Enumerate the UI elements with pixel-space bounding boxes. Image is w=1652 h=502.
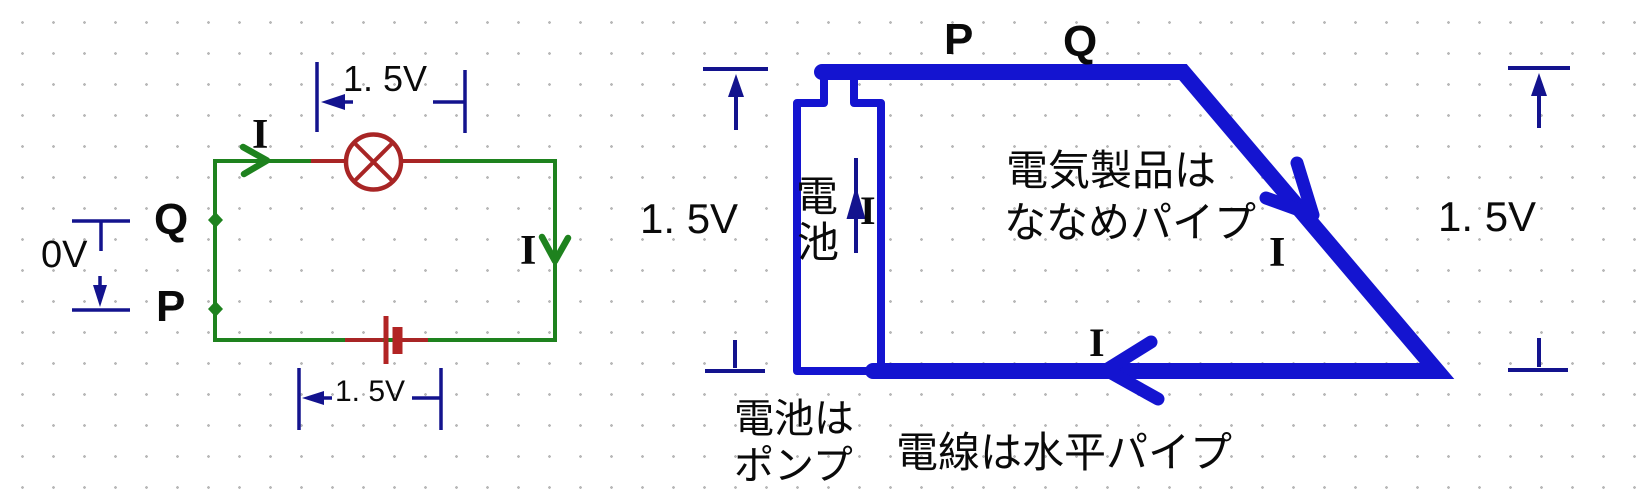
electric-circuit: I I Q P 0V 1. 5V 1. 5V [41, 58, 572, 430]
node-label-q: Q [154, 195, 188, 244]
voltage-label-left: 1. 5V [640, 195, 738, 242]
dimension-zero-volt [72, 219, 130, 312]
current-label-diagonal: I [1269, 230, 1285, 276]
flow-arrow-bottom [1099, 335, 1165, 406]
flow-arrow-diagonal [1259, 156, 1320, 222]
lamp-symbol [343, 132, 404, 192]
dimension-battery-voltage [297, 368, 443, 430]
water-pipe-analogy: P Q 1. 5V 1. 5V 電 池 I I I 電気製品は ななめパイプ 電… [640, 15, 1570, 488]
voltage-label-qp: 0V [41, 234, 88, 276]
node-label-p: P [156, 282, 185, 331]
node-dot-q [208, 212, 223, 228]
flow-arrow-battery [846, 158, 866, 253]
current-arrow-top [239, 143, 271, 178]
caption-battery-line1: 電池は [734, 396, 854, 441]
voltage-label-lamp: 1. 5V [343, 58, 427, 99]
caption-appliance-line2: ななめパイプ [1004, 201, 1256, 247]
caption-battery-line2: ポンプ [734, 443, 853, 488]
current-label-battery: I [860, 188, 876, 233]
current-label-right: I [520, 228, 536, 274]
node-dot-p [208, 301, 223, 317]
caption-appliance-line1: 電気製品は [1006, 149, 1216, 195]
wire-loop [213, 159, 557, 342]
pump-battery-body [793, 78, 885, 375]
pipe-circuit [814, 64, 1455, 379]
current-label-bottom: I [1089, 320, 1105, 365]
dimension-left [703, 67, 768, 373]
current-label-top: I [252, 112, 268, 158]
voltage-label-right: 1. 5V [1438, 193, 1536, 240]
voltage-label-battery: 1. 5V [335, 375, 405, 408]
dimension-right [1508, 66, 1570, 372]
caption-wire: 電線は水平パイプ [896, 431, 1232, 477]
pipe-label-q: Q [1063, 17, 1097, 66]
battery-symbol [383, 316, 403, 364]
current-arrow-right [538, 233, 572, 265]
dimension-lamp-voltage [315, 62, 467, 133]
pipe-label-p: P [944, 15, 973, 64]
battery-label-char1: 電 [796, 175, 838, 221]
battery-label-char2: 池 [797, 221, 839, 267]
